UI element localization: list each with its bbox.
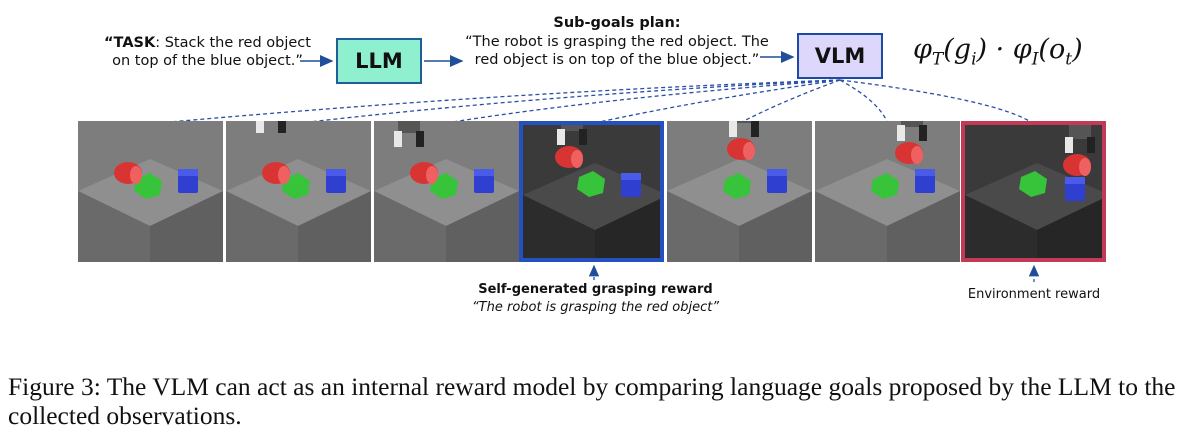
subgoals-text: “The robot is grasping the red object. T… [465,34,769,68]
red-cylinder [895,142,923,164]
red-cylinder [727,138,755,160]
robot-gripper [557,125,587,145]
blue-cube [326,169,346,193]
vlm-to-frames-dashed-lines [147,79,1035,125]
subgoals-title: Sub-goals plan: [553,15,681,31]
llm-box: LLM [336,38,422,84]
task-description: : Stack the red object on top of the blu… [112,35,311,69]
red-cylinder [1063,154,1091,176]
self-reward-label: Self-generated grasping reward [478,282,713,297]
task-text: “TASK: Stack the red object on top of th… [100,34,315,70]
green-cube [1019,171,1047,197]
observation-frame-5 [667,121,812,262]
observation-frame-2 [226,121,371,262]
green-cube [577,171,605,197]
green-cube [723,173,751,199]
similarity-formula: φT(gi) · φI(ot) [913,34,1083,70]
robot-gripper [256,121,286,133]
self-reward-quote: “The robot is grasping the red object” [471,300,720,315]
robot-gripper [897,121,927,141]
observation-frame-4-grasping [519,121,664,262]
robot-gripper [394,121,424,147]
env-reward-label: Environment reward [967,287,1101,302]
blue-cube [1065,177,1085,201]
blue-cube [915,169,935,193]
vlm-box: VLM [797,33,883,79]
red-cylinder [114,162,142,184]
blue-cube [474,169,494,193]
observation-frame-7-stacked [961,121,1106,262]
red-cylinder [262,162,290,184]
robot-gripper [1065,125,1095,153]
robot-gripper [729,121,759,137]
blue-cube [178,169,198,193]
blue-cube [767,169,787,193]
vlm-label: VLM [814,44,866,68]
task-prefix: “TASK [104,35,156,51]
observation-frame-1 [78,121,223,262]
llm-label: LLM [355,49,403,73]
observation-frame-3 [374,121,519,262]
figure-caption: Figure 3: The VLM can act as an internal… [8,372,1176,430]
blue-cube [621,173,641,197]
red-cylinder [555,146,583,168]
green-cube [871,173,899,199]
observation-frame-6 [815,121,960,262]
red-cylinder [410,162,438,184]
